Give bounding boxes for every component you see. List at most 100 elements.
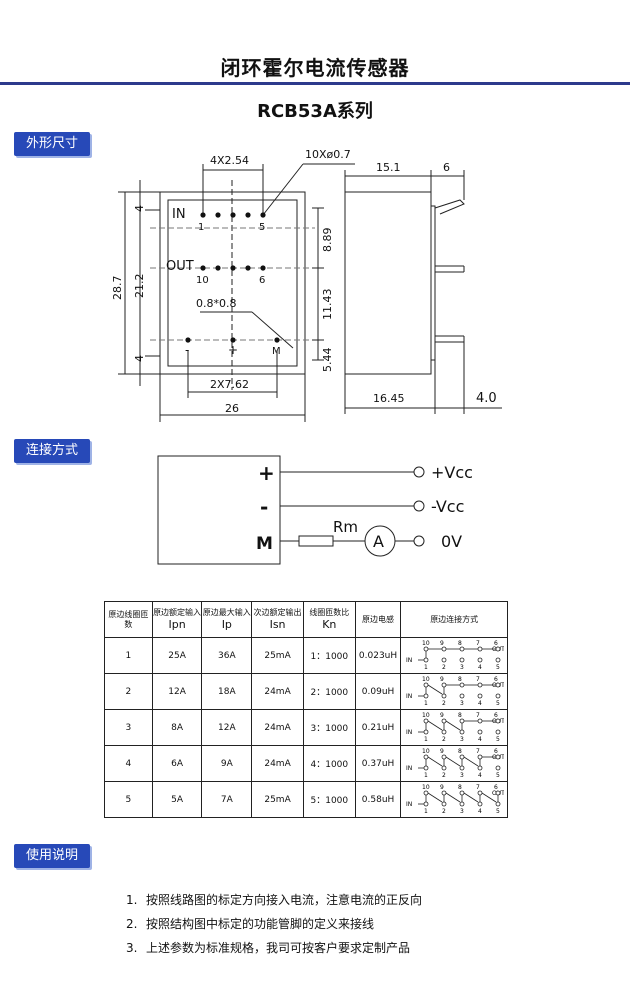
dim-40: 4.0 xyxy=(476,391,497,406)
connection-diagram: 10987612345INOUT xyxy=(406,676,505,707)
svg-text:-: - xyxy=(185,343,189,357)
header-connection: 原边连接方式 xyxy=(400,601,508,638)
terminal-bottom xyxy=(423,729,429,735)
terminal-top xyxy=(459,646,465,652)
jumper-wire xyxy=(463,792,479,803)
pin-number: 9 xyxy=(440,712,444,719)
jumper-wire xyxy=(445,720,461,731)
header-inductance: 原边电感 xyxy=(354,601,402,638)
pin-number: 10 xyxy=(422,748,430,755)
terminal-bottom xyxy=(441,729,447,735)
dim-pin-pitch: 4X2.54 xyxy=(210,154,249,167)
svg-text:+: + xyxy=(228,343,238,357)
jumper-wire xyxy=(463,756,479,767)
section-tab-usage: 使用说明 xyxy=(14,844,91,868)
connection-diagram: 10987612345INOUT xyxy=(406,640,505,671)
terminal-top xyxy=(495,754,501,760)
terminal-top xyxy=(423,790,429,796)
terminal-bottom xyxy=(459,693,465,699)
dim-1143: 11.43 xyxy=(321,289,334,321)
table-cell-ind: 0.023uH xyxy=(354,637,402,674)
connection-diagram-cell: 10987612345INOUT xyxy=(400,637,508,674)
pin-number: 10 xyxy=(422,640,430,647)
table-cell-isn: 24mA xyxy=(251,709,304,746)
terminal-bottom xyxy=(477,765,483,771)
dim-inner-height: 21.2 xyxy=(133,274,146,299)
pin-number: 2 xyxy=(442,700,446,706)
pin-number: 1 xyxy=(424,736,428,742)
terminal-top xyxy=(477,754,483,760)
pin-number: 5 xyxy=(496,736,500,742)
terminal-bottom xyxy=(441,657,447,663)
diagram-in-label: IN xyxy=(406,693,412,700)
terminal-top xyxy=(459,682,465,688)
jumper-wire xyxy=(481,792,497,803)
pin-number: 4 xyxy=(478,772,482,778)
dim-pin-size: 0.8*0.8 xyxy=(196,297,237,310)
terminal-minus: - xyxy=(260,495,268,519)
terminal-bottom xyxy=(477,801,483,807)
table-cell-ip: 18A xyxy=(201,673,253,710)
pin-number: 4 xyxy=(478,808,482,814)
usage-notes: 1.按照线路图的标定方向接入电流，注意电流的正反向 2.按照结构图中标定的功能管… xyxy=(126,888,422,960)
svg-text:1: 1 xyxy=(198,222,204,233)
terminal-top xyxy=(477,790,483,796)
svg-text:5: 5 xyxy=(259,222,265,233)
terminal-bottom xyxy=(423,657,429,663)
terminal-plus: + xyxy=(258,461,275,485)
terminal-bottom xyxy=(423,801,429,807)
svg-text:M: M xyxy=(272,346,281,357)
terminal-bottom xyxy=(495,657,501,663)
jumper-wire xyxy=(445,792,461,803)
pin-number: 4 xyxy=(478,664,482,670)
title-divider xyxy=(0,82,630,85)
table-cell-turns: 3 xyxy=(104,709,153,746)
pin-number: 5 xyxy=(496,772,500,778)
pin-number: 3 xyxy=(460,808,464,814)
diagram-in-label: IN xyxy=(406,765,412,772)
section-tab-dimensions: 外形尺寸 xyxy=(14,132,91,156)
table-cell-turns: 5 xyxy=(104,781,153,818)
terminal-bottom xyxy=(459,765,465,771)
table-cell-ip: 12A xyxy=(201,709,253,746)
series-title: RCB53A系列 xyxy=(257,101,373,122)
terminal-top xyxy=(477,682,483,688)
terminal-bottom xyxy=(459,657,465,663)
table-cell-ipn: 25A xyxy=(151,637,203,674)
terminal-bottom xyxy=(459,801,465,807)
connection-diagram: 10987612345INOUT xyxy=(406,784,505,815)
table-cell-ipn: 5A xyxy=(151,781,203,818)
table-cell-ip: 7A xyxy=(201,781,253,818)
pin-number: 7 xyxy=(476,640,480,647)
resistor-rm xyxy=(298,535,334,547)
pin-number: 1 xyxy=(424,808,428,814)
table-cell-turns: 4 xyxy=(104,745,153,782)
pin-number: 2 xyxy=(442,736,446,742)
table-cell-ip: 36A xyxy=(201,637,253,674)
table-cell-ipn: 12A xyxy=(151,673,203,710)
table-cell-ind: 0.58uH xyxy=(354,781,402,818)
side-view-outline xyxy=(344,191,432,375)
terminal-bottom xyxy=(495,693,501,699)
jumper-wire xyxy=(427,756,443,767)
pin-number: 3 xyxy=(460,736,464,742)
resistor-label: Rm xyxy=(333,518,358,536)
pin-number: 9 xyxy=(440,748,444,755)
note-item: 3.上述参数为标准规格，我司可按客户要求定制产品 xyxy=(126,941,411,955)
pin-number: 4 xyxy=(478,736,482,742)
table-cell-ipn: 6A xyxy=(151,745,203,782)
page-title: 闭环霍尔电流传感器 xyxy=(220,56,410,80)
svg-text:4: 4 xyxy=(133,355,146,362)
table-cell-isn: 24mA xyxy=(251,673,304,710)
terminal-top xyxy=(495,790,501,796)
svg-text:6: 6 xyxy=(259,275,265,286)
jumper-wire xyxy=(427,684,443,695)
terminal-bottom xyxy=(477,729,483,735)
connection-diagram-cell: 10987612345INOUT xyxy=(400,709,508,746)
pin-number: 6 xyxy=(494,676,498,683)
wiring-diagram: + - M Rm A +Vcc -Vcc 0V xyxy=(157,455,473,565)
